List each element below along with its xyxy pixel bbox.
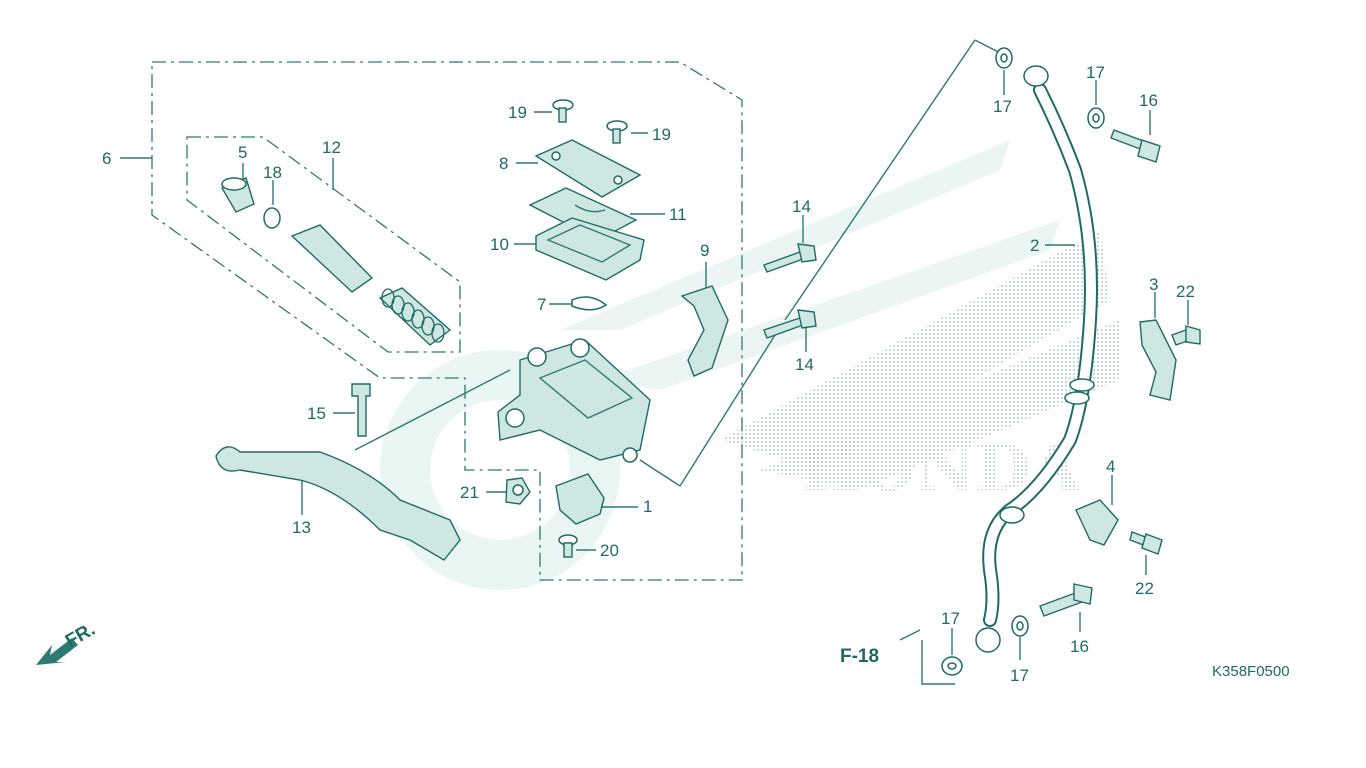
part-bolt-14a — [763, 243, 817, 273]
part-diaphragm-10 — [535, 217, 645, 281]
washers-17 — [941, 47, 1105, 676]
part-cup-5 — [220, 177, 255, 213]
front-direction-arrow: FR. — [36, 619, 99, 665]
part-bolt-16a — [1110, 129, 1161, 163]
part-bolt-14b — [763, 309, 817, 339]
callout-8: 8 — [499, 154, 508, 173]
callout-18: 18 — [263, 163, 282, 182]
part-hose-2 — [975, 65, 1098, 653]
part-lever-13 — [215, 446, 461, 561]
part-bolt-22a — [1171, 325, 1201, 346]
part-screw-20 — [558, 534, 578, 558]
callout-16b: 16 — [1070, 637, 1089, 656]
part-bolt-16b — [1039, 583, 1093, 617]
callout-20: 20 — [600, 541, 619, 560]
callout-5: 5 — [238, 143, 247, 162]
part-circlip-18 — [263, 207, 281, 229]
callout-12: 12 — [322, 138, 341, 157]
callout-17d: 17 — [1010, 666, 1029, 685]
part-bolt-15 — [351, 383, 371, 437]
callout-17b: 17 — [1086, 63, 1105, 82]
callout-7: 7 — [537, 295, 546, 314]
callout-15: 15 — [307, 404, 326, 423]
group-outline-6 — [151, 61, 743, 581]
callout-19a: 19 — [508, 103, 527, 122]
part-nut-21 — [505, 477, 531, 505]
callout-11: 11 — [669, 205, 687, 224]
callout-14a: 14 — [792, 197, 811, 216]
part-bolt-22b — [1129, 531, 1163, 555]
part-clamp-3 — [1139, 319, 1177, 401]
callout-22a: 22 — [1176, 282, 1195, 301]
part-switch-1 — [555, 473, 605, 525]
callout-6: 6 — [102, 149, 111, 168]
callout-3: 3 — [1149, 275, 1158, 294]
callout-10: 10 — [490, 235, 509, 254]
callout-19b: 19 — [652, 125, 671, 144]
part-screw-19a — [552, 99, 574, 123]
part-float-7 — [571, 296, 608, 311]
callout-9: 9 — [700, 241, 709, 260]
part-clip-4 — [1075, 499, 1119, 546]
callout-4: 4 — [1106, 457, 1115, 476]
part-piston-12 — [290, 224, 452, 346]
part-cap-8 — [534, 139, 642, 198]
callout-21: 21 — [460, 483, 479, 502]
callouts: 1 2 3 4 5 6 7 8 9 10 11 12 13 14 14 15 1… — [102, 63, 1195, 685]
watermark-text: HONDA — [800, 431, 1081, 506]
callout-13: 13 — [292, 518, 311, 537]
diagram-code: K358F0500 — [1212, 663, 1290, 680]
callout-17c: 17 — [941, 609, 960, 628]
callout-1: 1 — [643, 497, 652, 516]
part-master-cylinder — [497, 338, 651, 463]
callout-16a: 16 — [1139, 91, 1158, 110]
callout-2: 2 — [1030, 236, 1039, 255]
callout-22b: 22 — [1135, 579, 1154, 598]
callout-14b: 14 — [795, 355, 814, 374]
part-holder-9 — [680, 285, 729, 377]
reference-label: F-18 — [840, 646, 879, 667]
part-screw-19b — [606, 120, 628, 144]
callout-17a: 17 — [993, 97, 1012, 116]
